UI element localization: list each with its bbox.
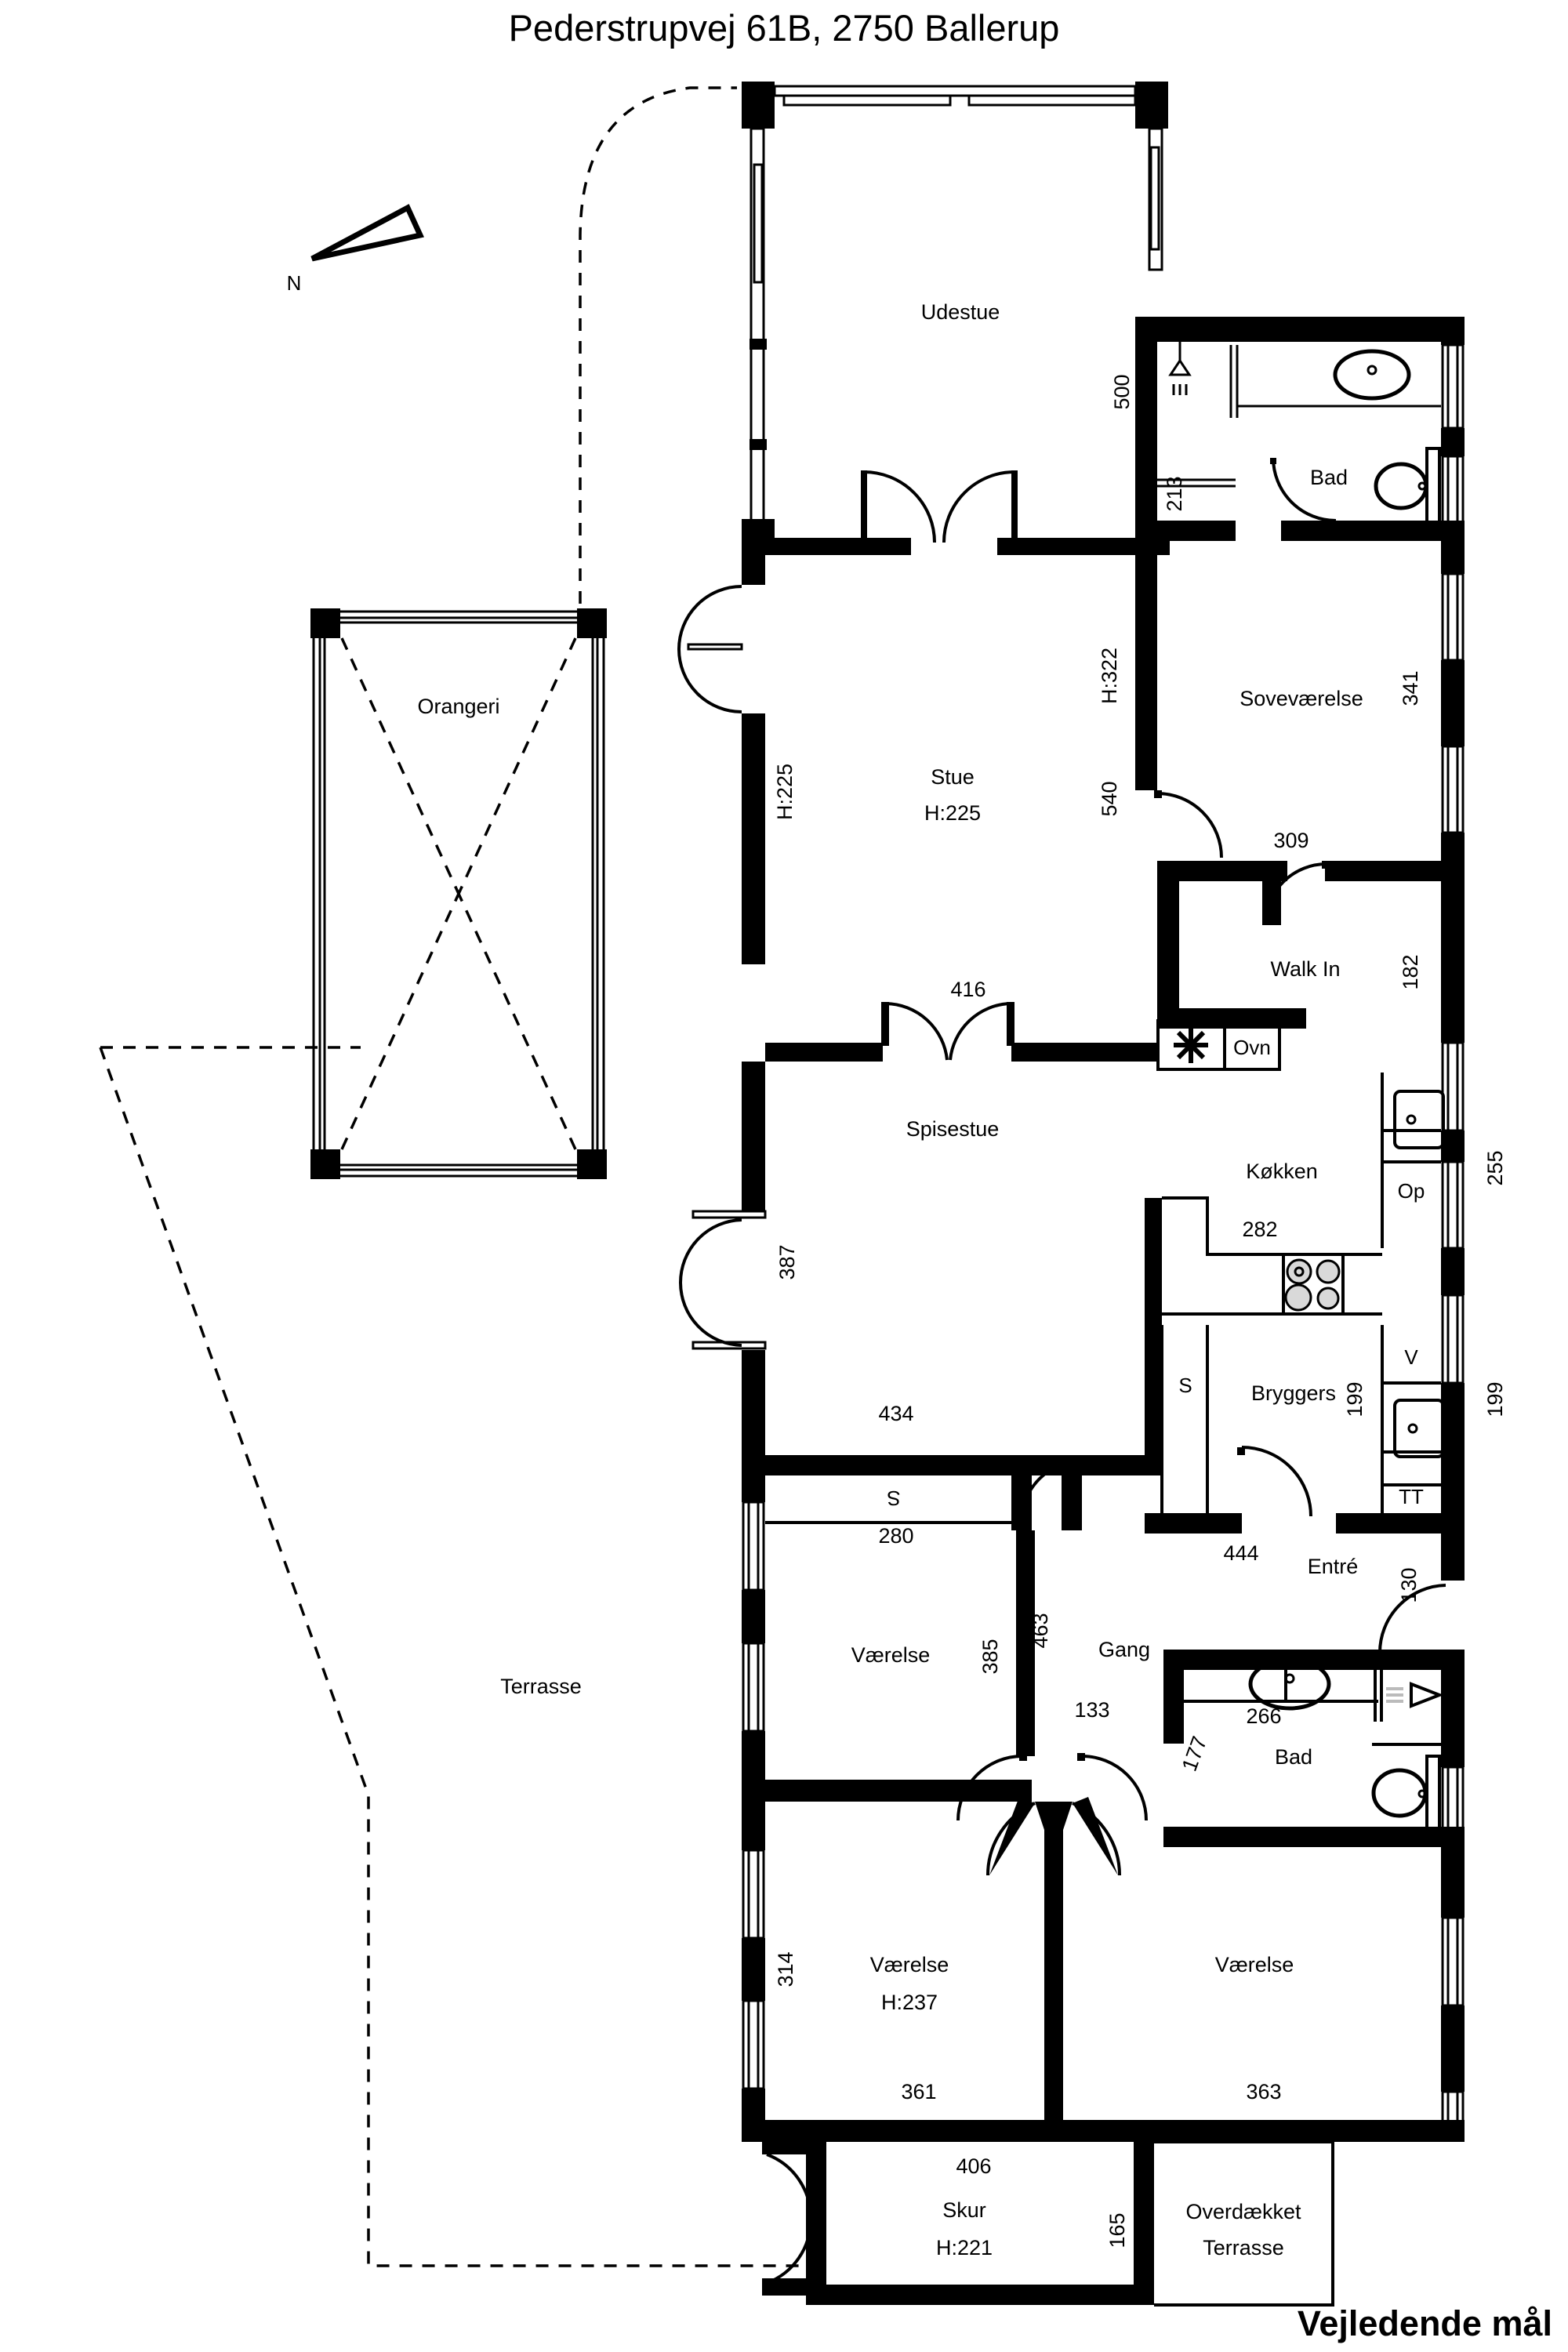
oven-label: Ovn (1233, 1036, 1271, 1059)
dim-406: 406 (956, 2154, 991, 2178)
dim-305: 305 (1293, 317, 1328, 340)
dim-199-inner: 199 (1343, 1381, 1367, 1417)
dim-280: 280 (878, 1524, 913, 1548)
dim-463: 463 (1029, 1613, 1052, 1648)
dim-133: 133 (1074, 1698, 1109, 1722)
orangeri-structure: Orangeri (310, 608, 607, 1179)
overdaekket-terrasse-line1: Overdækket (1185, 2200, 1301, 2223)
dim-h225-wall: H:225 (773, 764, 797, 820)
compass-north-label: N (287, 271, 302, 295)
dim-282: 282 (1242, 1218, 1277, 1241)
bad-upper-room: Bad (1135, 317, 1465, 541)
overdaekket-terrasse-line2: Terrasse (1203, 2236, 1284, 2259)
toilet-icon (1374, 447, 1441, 525)
dim-444: 444 (1223, 1541, 1258, 1565)
kokken-room: Ovn Op Køkken (1145, 1019, 1465, 1316)
dim-309: 309 (1273, 829, 1308, 852)
terrasse-boundary-dashed (99, 1046, 808, 2267)
walk-in-label: Walk In (1270, 957, 1340, 981)
bad-lower-room: Bad (1163, 1650, 1465, 1871)
stue-label: Stue (931, 765, 975, 789)
dim-165: 165 (1105, 2212, 1129, 2248)
scale-note: Vejledende mål (1297, 2303, 1552, 2343)
closet-bryggers-label: S (1178, 1374, 1192, 1397)
vaerelse-1-label: Værelse (851, 1643, 931, 1667)
vaerelse-2-height: H:237 (881, 1991, 938, 2014)
stue-height: H:225 (924, 801, 981, 825)
dim-361: 361 (901, 2080, 936, 2103)
dishwasher-label: Op (1398, 1179, 1425, 1203)
dim-385: 385 (978, 1639, 1002, 1674)
dim-416: 416 (950, 978, 985, 1001)
closet-vaerelse-label: S (887, 1486, 900, 1510)
dim-500: 500 (1110, 374, 1134, 409)
vaerelse-3-label: Værelse (1215, 1953, 1294, 1976)
kokken-label: Køkken (1246, 1160, 1318, 1183)
sink-icon (1333, 349, 1411, 401)
bryggers-label: Bryggers (1251, 1381, 1336, 1405)
page-title: Pederstrupvej 61B, 2750 Ballerup (508, 7, 1060, 49)
kitchen-sink-icon (1393, 1090, 1445, 1149)
spisestue-label: Spisestue (906, 1117, 1000, 1141)
fridge-star-icon (1174, 1027, 1208, 1063)
dim-341: 341 (1399, 670, 1422, 706)
dryer-label: TT (1399, 1485, 1424, 1508)
entre-label: Entré (1308, 1555, 1359, 1578)
skur-height: H:221 (936, 2236, 993, 2259)
spisestue-room: Spisestue (679, 1062, 1162, 1475)
sovevaerelse-room: Soveværelse (1154, 539, 1465, 926)
radiator-icon (1386, 1682, 1444, 1708)
sovevaerelse-label: Soveværelse (1240, 687, 1363, 710)
walk-in-room: Walk In (1157, 877, 1465, 1029)
bad-lower-label: Bad (1275, 1745, 1312, 1769)
dim-314: 314 (774, 1951, 797, 1987)
terrasse-label: Terrasse (500, 1675, 582, 1698)
dim-266: 266 (1246, 1704, 1281, 1728)
dim-213: 213 (1163, 476, 1186, 511)
washer-label: V (1404, 1345, 1418, 1369)
vaerelse-2-label: Værelse (870, 1953, 949, 1976)
overdaekket-terrasse-area: Overdækket Terrasse (1154, 2140, 1334, 2307)
utility-sink-icon (1393, 1399, 1445, 1458)
dim-540: 540 (1098, 781, 1121, 816)
gang-label: Gang (1098, 1638, 1150, 1661)
roof-overhang-dashed-top (579, 86, 737, 604)
udestue-room: Udestue (742, 82, 1170, 555)
stue-room: Stue H:225 (677, 538, 1157, 1062)
dim-363: 363 (1246, 2080, 1281, 2103)
dim-434: 434 (878, 1402, 913, 1425)
dim-387: 387 (775, 1244, 799, 1279)
compass-icon: N (287, 204, 424, 295)
vaerelse-3-room: Værelse (1063, 1871, 1465, 2142)
skur-room: Skur H:221 (762, 2137, 1154, 2305)
cooktop-icon (1282, 1253, 1345, 1316)
toilet-icon-lower (1371, 1743, 1441, 1833)
vaerelse-2-room: Værelse H:237 (742, 1802, 1071, 2142)
dim-199-outer: 199 (1483, 1381, 1507, 1417)
dim-h322: H:322 (1098, 648, 1121, 704)
dim-255: 255 (1483, 1150, 1507, 1185)
sink-icon-lower (1248, 1657, 1331, 1711)
orangeri-label: Orangeri (417, 695, 499, 718)
dimension-labels: 305 500 213 341 H:322 540 H:225 309 182 … (773, 317, 1507, 2249)
udestue-label: Udestue (921, 300, 1000, 324)
skur-label: Skur (942, 2198, 986, 2222)
bad-upper-label: Bad (1310, 466, 1348, 489)
shower-icon (1168, 342, 1192, 395)
vaerelse-1-room: S Værelse Gang (742, 1455, 1162, 2131)
dim-130: 130 (1397, 1567, 1421, 1602)
dim-182: 182 (1399, 954, 1422, 989)
